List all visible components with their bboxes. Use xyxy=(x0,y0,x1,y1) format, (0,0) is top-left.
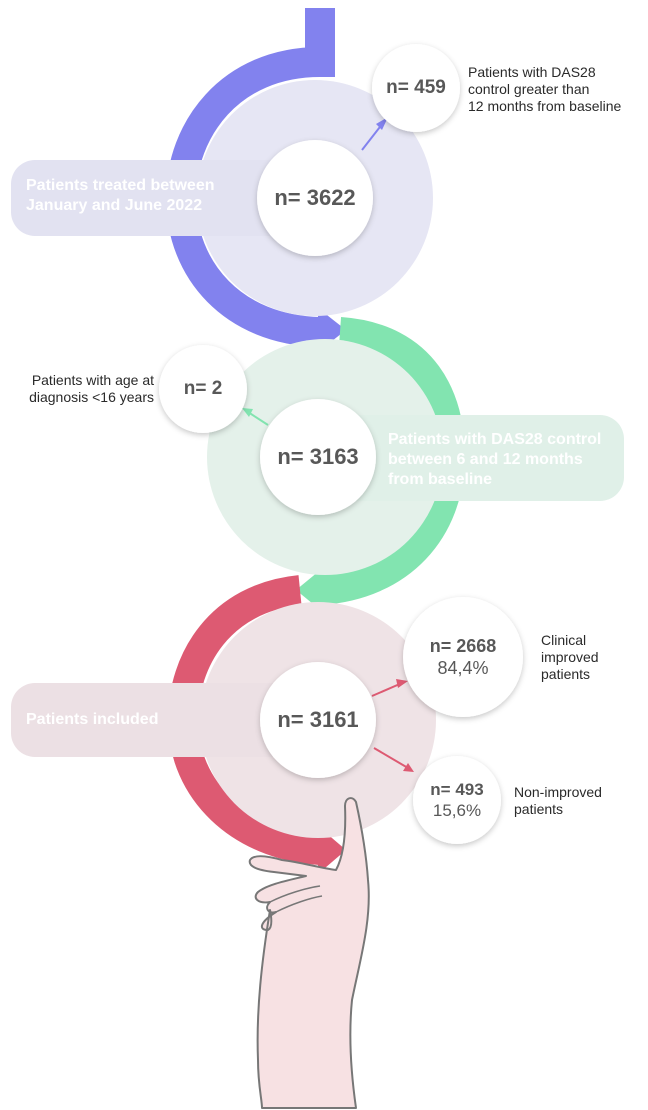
hand-illustration xyxy=(248,797,370,1109)
improved-outcome-values: n= 2668 84,4% xyxy=(403,597,523,717)
outcome-text-line: patients xyxy=(514,801,564,817)
stage1-exclusion-circle xyxy=(372,44,460,132)
stage3-label-line: Patients included xyxy=(26,711,159,728)
exclusion-text-line: Patients with DAS28 xyxy=(468,64,596,80)
nonimproved-outcome-connector xyxy=(373,747,414,772)
stage1-label-line: Patients treated between xyxy=(26,177,215,194)
exclusion-text-line: Patients with age at xyxy=(31,372,154,388)
stage1-label-line: January and June 2022 xyxy=(26,197,203,214)
outcome-text-line: patients xyxy=(541,666,591,682)
stage1-label-background xyxy=(11,160,300,236)
nonimproved-outcome-count: n= 493 xyxy=(430,780,484,799)
stage3-count: n= 3161 xyxy=(277,707,359,732)
improved-outcome-connector xyxy=(371,679,408,697)
stage2-label-line: between 6 and 12 months xyxy=(388,451,583,468)
stage1-count-circle xyxy=(257,140,373,256)
exclusion-text-line: control greater than xyxy=(468,81,590,97)
stage2-count: n= 3163 xyxy=(277,444,359,469)
stage2-exclusion-connector xyxy=(242,408,269,426)
stage3-count-circle xyxy=(260,662,376,778)
stage1-exclusion-count: n= 459 xyxy=(386,77,446,98)
stage1-exclusion-description: Patients with DAS28 control greater than… xyxy=(468,64,646,115)
stage3-label: Patients included xyxy=(26,710,266,730)
stage2-band-arrowhead xyxy=(296,567,324,613)
stage1-count: n= 3622 xyxy=(274,185,356,210)
improved-outcome-circle xyxy=(403,597,523,717)
stage3-band-arrowhead xyxy=(318,826,346,874)
stage2-label: Patients with DAS28 control between 6 an… xyxy=(388,430,620,490)
improved-outcome-percent: 84,4% xyxy=(437,658,489,678)
nonimproved-outcome-percent: 15,6% xyxy=(432,801,482,820)
nonimproved-outcome-values: n= 493 15,6% xyxy=(413,756,501,844)
improved-outcome-description: Clinical improved patients xyxy=(541,632,645,683)
outcome-text-line: improved xyxy=(541,649,599,665)
stage3-label-background xyxy=(11,683,300,757)
stage1-label: Patients treated between January and Jun… xyxy=(26,176,286,216)
nonimproved-outcome-circle xyxy=(413,756,501,844)
nonimproved-outcome-description: Non-improved patients xyxy=(514,784,642,818)
improved-outcome-count: n= 2668 xyxy=(429,636,497,656)
stage2-exclusion-count: n= 2 xyxy=(183,378,223,399)
exclusion-text-line: diagnosis <16 years xyxy=(29,389,154,405)
stage2-exclusion-circle xyxy=(159,345,247,433)
stage2-exclusion-description: Patients with age at diagnosis <16 years xyxy=(14,372,154,406)
stage2-label-line: from baseline xyxy=(388,471,493,488)
stage2-count-circle xyxy=(260,399,376,515)
stage1-exclusion-connector xyxy=(361,117,388,151)
outcome-text-line: Clinical xyxy=(541,632,587,648)
stage2-label-background xyxy=(325,415,624,501)
outcome-text-line: Non-improved xyxy=(514,784,602,800)
exclusion-text-line: 12 months from baseline xyxy=(468,98,622,114)
stage2-label-line: Patients with DAS28 control xyxy=(388,431,602,448)
